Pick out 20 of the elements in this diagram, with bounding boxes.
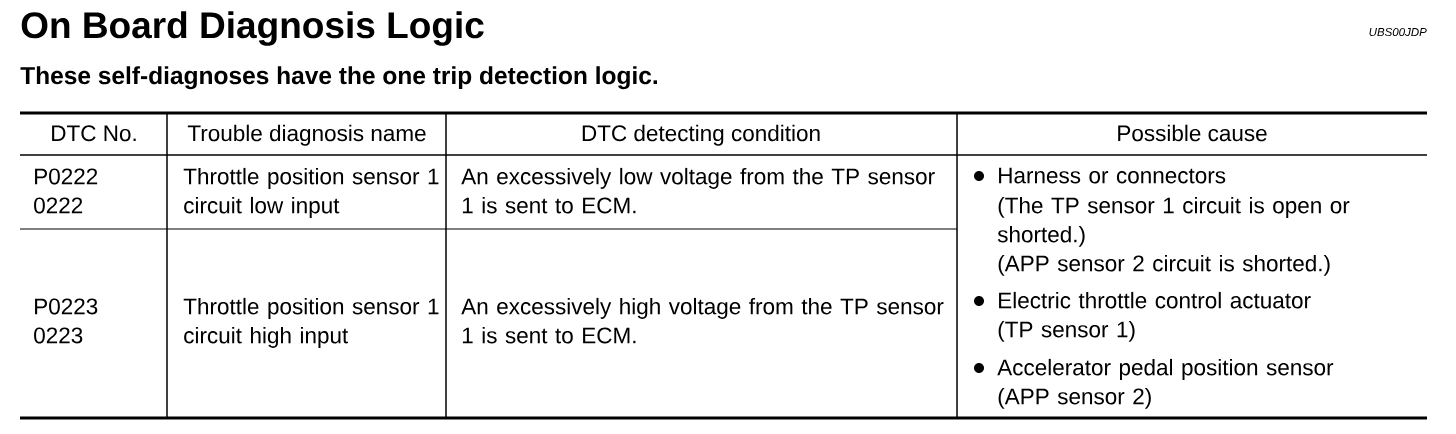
- document-code: UBS00JDP: [1369, 27, 1427, 37]
- column-header: DTC detecting condition: [582, 124, 820, 146]
- condition-text: An excessively low voltage from the TP sensor 1 is sent to ECM.: [461, 167, 935, 214]
- column-header: DTC No.: [52, 125, 136, 142]
- cause-note: (The TP sensor 1 circuit is open or shorted.): [997, 196, 1350, 247]
- dtc-code: P0223 0223: [34, 298, 98, 344]
- cause-note: (APP sensor 2): [998, 387, 1151, 409]
- diagnosis-name: Throttle position sensor 1 circuit high input: [183, 297, 439, 348]
- column-header: Trouble diagnosis name: [187, 124, 426, 146]
- dtc-code: P0222 0222: [34, 168, 98, 214]
- bullet-item: Harness or connectors: [974, 167, 1226, 184]
- heading: On Board Diagnosis Logic: [21, 11, 484, 46]
- bullet-item: Electric throttle control actuator: [974, 291, 1311, 309]
- column-header: Possible cause: [1118, 124, 1267, 142]
- condition-text: An excessively high voltage from the TP sensor 1 is sent to ECM.: [461, 297, 944, 344]
- cause-note: (TP sensor 1): [998, 320, 1135, 342]
- bullet-item: Accelerator pedal position sensor: [974, 358, 1334, 380]
- subheading: These self-diagnoses have the one trip detection logic.: [20, 66, 657, 90]
- diagnosis-name: Throttle position sensor 1 circuit low input: [183, 167, 439, 218]
- cause-note: (APP sensor 2 circuit is shorted.): [998, 254, 1330, 276]
